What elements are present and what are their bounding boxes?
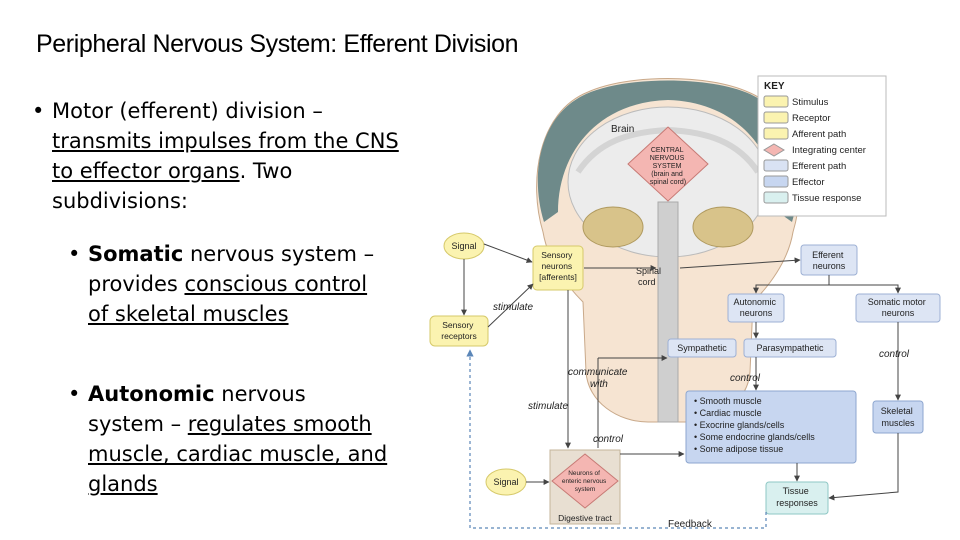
autonomic-effectors-list: • Smooth muscle • Cardiac muscle • Exocr… xyxy=(694,396,817,454)
skeletal-muscles-label: Skeletal muscles xyxy=(881,406,916,428)
key-swatch xyxy=(763,159,789,172)
somatic-motor-neurons-label: Somatic motor neurons xyxy=(868,297,929,318)
bullet-autonomic: • Autonomic nervous system – regulates s… xyxy=(68,379,388,499)
bullet-text: nervous system – xyxy=(88,382,306,436)
sensory-neurons-box xyxy=(532,245,584,291)
bullet-underlined-text: transmits impulses from the CNS to effec… xyxy=(52,129,399,183)
sensory-receptors-box xyxy=(429,315,489,347)
bullet-text: nervous system – provides xyxy=(88,242,375,296)
parasympathetic-box xyxy=(743,338,837,358)
key-swatch xyxy=(763,95,789,108)
key-swatch xyxy=(763,191,789,204)
bullet-text-end: . Two subdivisions: xyxy=(52,159,293,213)
scalp-illustration xyxy=(537,80,799,222)
label-feedback: Feedback xyxy=(668,519,713,530)
spinal-cord-illustration xyxy=(657,201,679,423)
svg-text:KEY: KEY xyxy=(764,81,785,92)
bullet-marker: • xyxy=(68,382,81,406)
nervous-system-diagram: CENTRAL NERVOUS SYSTEM (brain and spinal… xyxy=(418,72,956,534)
feedback-loop xyxy=(466,349,767,529)
autonomic-neurons-label: Autonomic neurons xyxy=(733,297,778,318)
parasympathetic-label: Parasympathetic xyxy=(756,343,824,353)
signal-top-label: Signal xyxy=(451,241,476,251)
key-swatch xyxy=(763,111,789,124)
key-label: Tissue response xyxy=(792,193,861,204)
label-control-low: control xyxy=(593,434,624,445)
key-label: Effector xyxy=(792,177,825,188)
label-control-right: control xyxy=(879,349,910,360)
label-stimulate-top: stimulate xyxy=(493,302,533,313)
digestive-tract-label: Digestive tract xyxy=(558,513,612,523)
label-control-mid: control xyxy=(730,373,761,384)
bullet-marker: • xyxy=(32,99,45,123)
autonomic-effectors-box xyxy=(685,390,857,464)
tissue-responses-label: Tissue responses xyxy=(776,486,818,508)
key-label: Efferent path xyxy=(792,161,846,172)
sensory-neurons-label: Sensory neurons [afferents] xyxy=(539,250,577,282)
bullet-bold-term: Autonomic xyxy=(88,382,215,406)
key-label: Afferent path xyxy=(792,129,846,140)
key-label: Stimulus xyxy=(792,97,829,108)
key-swatch xyxy=(763,143,785,157)
key-swatch xyxy=(763,127,789,140)
key-label: Integrating center xyxy=(792,145,866,156)
bullet-motor-division: • Motor (efferent) division – transmits … xyxy=(32,96,407,216)
efferent-neurons-label: Efferent neurons xyxy=(812,250,846,271)
bullet-marker: • xyxy=(68,242,81,266)
sympathetic-label: Sympathetic xyxy=(677,343,727,353)
bullet-bold-term: Somatic xyxy=(88,242,184,266)
diagram-arrows xyxy=(461,243,901,501)
sympathetic-box xyxy=(667,338,737,358)
brain-label: Brain xyxy=(611,124,634,135)
label-communicate: communicate with xyxy=(568,367,630,390)
cns-label: CENTRAL NERVOUS SYSTEM (brain and spinal… xyxy=(650,147,686,186)
bullet-underlined-text: regulates smooth muscle, cardiac muscle,… xyxy=(88,412,388,496)
bullet-text: Motor (efferent) division – xyxy=(52,99,323,123)
cns-integrating-center xyxy=(627,126,709,202)
enteric-integrating-center xyxy=(551,453,619,509)
key-label: Receptor xyxy=(792,113,831,124)
spinal-cord-label: Spinal cord xyxy=(636,266,664,287)
bullet-somatic: • Somatic nervous system – provides cons… xyxy=(68,239,388,329)
signal-bottom-label: Signal xyxy=(493,477,518,487)
slide-title: Peripheral Nervous System: Efferent Divi… xyxy=(36,30,519,58)
enteric-label: Neurons of enteric nervous system xyxy=(562,470,608,493)
tissue-responses-box xyxy=(765,481,829,515)
key-swatch xyxy=(763,175,789,188)
bullet-underlined-text: conscious control of skeletal muscles xyxy=(88,272,368,326)
label-stimulate-mid: stimulate xyxy=(528,401,568,412)
sensory-receptors-label: Sensory receptors xyxy=(441,320,476,341)
